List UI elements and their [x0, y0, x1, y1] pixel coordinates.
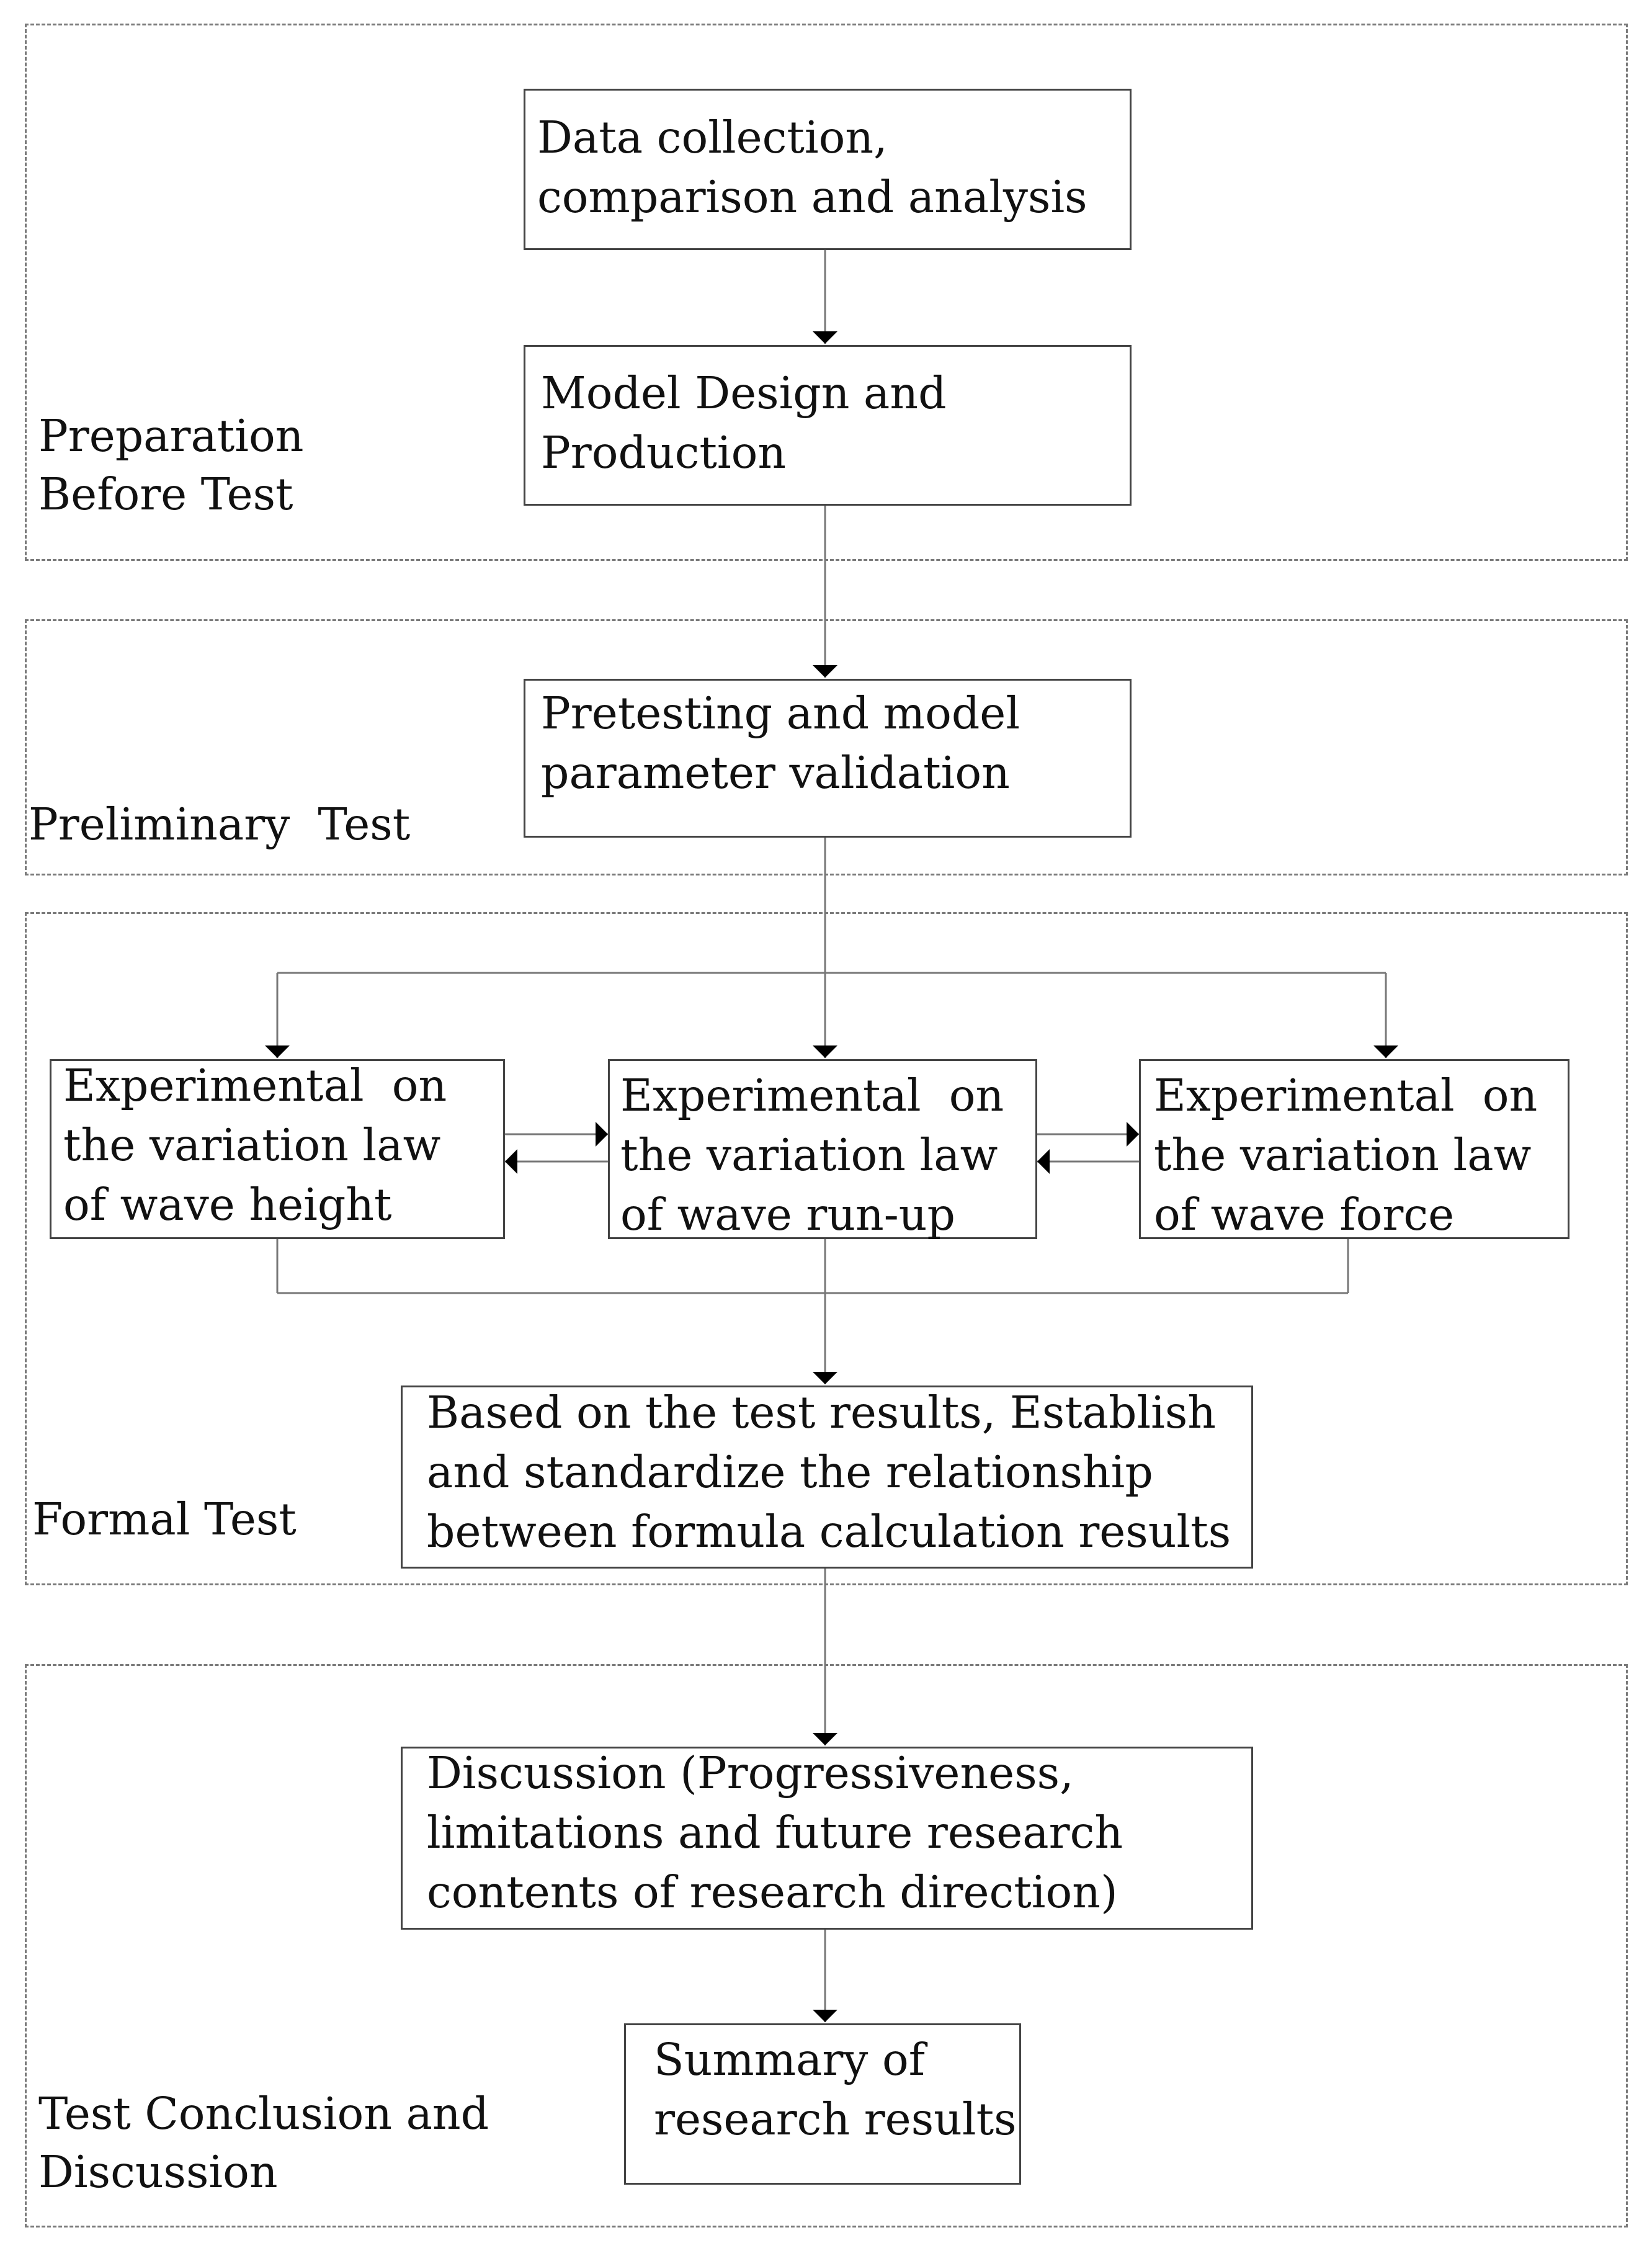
box-model-design-text: Model Design and Production [541, 367, 947, 478]
box-establish [401, 1386, 1253, 1569]
stage-preliminary-label: Preliminary Test [29, 799, 411, 850]
box-summary-text: Summary of research results [654, 2034, 1017, 2145]
stage-preparation-label: Preparation Before Test [38, 410, 304, 520]
stage-formal-label: Formal Test [32, 1493, 297, 1545]
box-discussion-text: Discussion (Progressiveness, limitations… [427, 1747, 1123, 1918]
box-establish-text: Based on the test results, Establish and… [427, 1387, 1231, 1557]
box-data-collection-text: Data collection, comparison and analysis [537, 112, 1087, 223]
stage-preliminary-frame [25, 619, 1628, 875]
box-model-design [524, 345, 1132, 506]
stage-conclusion-frame [25, 1664, 1628, 2227]
box-pretesting [524, 679, 1132, 838]
box-wave-runup-text: Experimental on the variation law of wav… [620, 1070, 1004, 1240]
stage-conclusion-label: Test Conclusion and Discussion [38, 2088, 489, 2198]
stage-preparation-frame [25, 24, 1628, 561]
stage-formal-frame [25, 912, 1628, 1585]
box-wave-force-text: Experimental on the variation law of wav… [1154, 1070, 1538, 1240]
box-pretesting-text: Pretesting and model parameter validatio… [541, 687, 1020, 799]
box-discussion [401, 1747, 1253, 1930]
box-summary [624, 2023, 1021, 2185]
box-wave-force [1139, 1059, 1569, 1239]
box-wave-runup [608, 1059, 1037, 1239]
box-wave-height [50, 1059, 505, 1239]
box-data-collection [524, 89, 1132, 250]
box-wave-height-text: Experimental on the variation law of wav… [63, 1060, 447, 1230]
